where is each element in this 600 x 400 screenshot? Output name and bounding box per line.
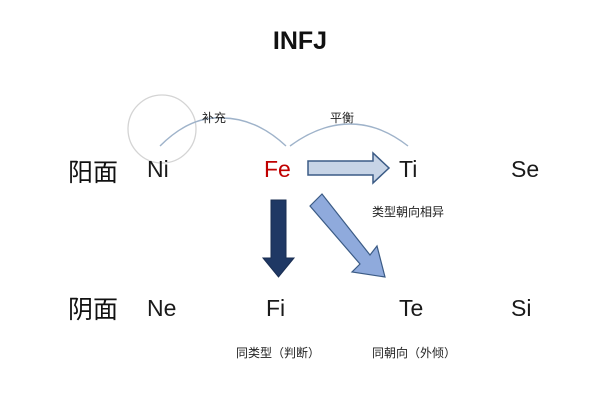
yang-row-label: 阳面	[68, 158, 119, 187]
yin-row-label: 阴面	[68, 295, 119, 324]
same-orientation-label: 同朝向（外倾）	[372, 346, 457, 360]
function-te: Te	[399, 295, 424, 321]
balance-label: 平衡	[330, 111, 355, 125]
balance-arc	[289, 123, 409, 147]
diagram-title: INFJ	[272, 27, 328, 55]
function-fi: Fi	[266, 295, 286, 321]
right-arrow	[307, 151, 391, 185]
function-ni: Ni	[147, 156, 169, 182]
decorative-circle	[127, 94, 197, 164]
supplement-arc	[159, 117, 287, 147]
diagonal-arrow	[309, 193, 386, 278]
function-ne: Ne	[147, 295, 177, 321]
function-si: Si	[511, 295, 532, 321]
function-ti: Ti	[399, 156, 418, 182]
down-arrow	[261, 199, 296, 278]
function-se: Se	[511, 156, 540, 182]
same-type-label: 同类型（判断）	[236, 346, 321, 360]
supplement-label: 补充	[202, 111, 227, 125]
different-orientation-label: 类型朝向相异	[372, 205, 445, 219]
function-fe: Fe	[264, 156, 291, 182]
